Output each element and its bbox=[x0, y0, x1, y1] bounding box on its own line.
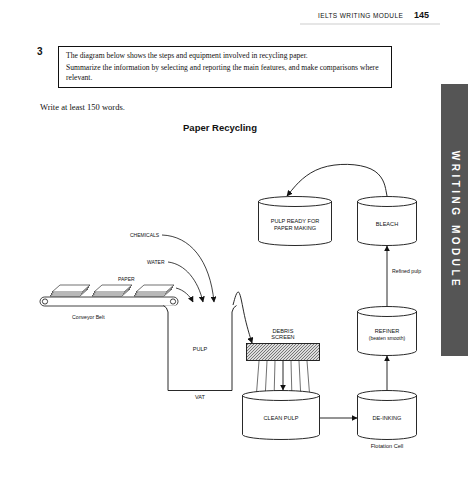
tank: CLEAN PULP bbox=[242, 390, 320, 440]
text-area: DE-INKING bbox=[357, 405, 417, 425]
tank-rim bbox=[358, 391, 417, 401]
text-area: PULP READY FOR PAPER MAKING bbox=[258, 208, 332, 234]
running-header: IELTS WRITING MODULE bbox=[318, 12, 403, 19]
tank-body bbox=[358, 395, 417, 440]
stage-caption: VAT bbox=[170, 394, 230, 401]
tank-rim bbox=[358, 197, 417, 207]
flow-arrow bbox=[387, 356, 388, 390]
outline bbox=[357, 390, 417, 440]
conveyor-belt bbox=[40, 297, 178, 306]
pulp-stream bbox=[299, 361, 301, 392]
task-box: The diagram below shows the steps and eq… bbox=[58, 46, 392, 88]
part-label: Conveyor Belt bbox=[72, 314, 105, 320]
diagram-title: Paper Recycling bbox=[0, 122, 440, 133]
pulp-stream bbox=[265, 361, 267, 392]
flow-arrow bbox=[387, 246, 388, 306]
tank-body bbox=[259, 201, 332, 246]
vat-beaker: PULPVAT bbox=[163, 305, 237, 391]
pulp-stream bbox=[257, 361, 259, 392]
screen-mesh bbox=[247, 344, 320, 361]
paper-stack bbox=[50, 285, 174, 296]
outline bbox=[246, 343, 320, 361]
flow-arrow bbox=[320, 418, 357, 419]
tank: REFINER(beaten smooth) bbox=[357, 306, 417, 356]
outline bbox=[357, 196, 417, 246]
text-area: The diagram below shows the steps and eq… bbox=[59, 47, 391, 86]
input-label: PAPER bbox=[118, 276, 135, 282]
side-tab: WRITING MODULE bbox=[441, 84, 468, 356]
outline bbox=[242, 390, 320, 440]
stage-name: DE-INKING bbox=[373, 415, 402, 422]
instruction: Write at least 150 words. bbox=[40, 102, 125, 112]
header-rule bbox=[300, 24, 440, 25]
pulp-stream bbox=[291, 361, 293, 392]
flow-arrow bbox=[233, 292, 252, 343]
input-label: CHEMICALS bbox=[130, 232, 159, 238]
flow-arrow bbox=[287, 164, 387, 196]
tank-rim bbox=[259, 197, 332, 207]
input-label: WATER bbox=[147, 259, 165, 265]
stage-name: PULP bbox=[193, 346, 208, 352]
text-area: PULP bbox=[163, 340, 237, 356]
stage-name: PULP READY FOR PAPER MAKING bbox=[261, 218, 329, 231]
text-area: REFINER(beaten smooth) bbox=[357, 318, 417, 345]
stage-caption: DEBRIS SCREEN bbox=[266, 328, 300, 341]
tank-body bbox=[243, 395, 320, 439]
tank-body bbox=[358, 311, 417, 356]
tank: PULP READY FOR PAPER MAKING bbox=[258, 196, 332, 246]
text-area: CLEAN PULP bbox=[242, 405, 320, 425]
stage-caption: Flotation Cell bbox=[357, 443, 417, 450]
flow-arrow bbox=[283, 361, 284, 390]
task-text: The diagram below shows the steps and eq… bbox=[66, 51, 308, 60]
task-number: 3 bbox=[37, 46, 43, 57]
edge-label: Refined pulp bbox=[391, 268, 422, 274]
task-text: Summarize the information by selecting a… bbox=[66, 63, 384, 82]
text-area: BLEACH bbox=[357, 211, 417, 231]
tank-rim bbox=[358, 307, 417, 317]
pulp-stream bbox=[307, 361, 309, 392]
debris-screen: DEBRIS SCREEN bbox=[246, 343, 320, 361]
tank-body bbox=[358, 201, 417, 246]
tab-text: WRITING MODULE bbox=[449, 151, 460, 289]
tank-rim bbox=[243, 391, 320, 401]
pulp-stream bbox=[274, 361, 276, 392]
stage-name: CLEAN PULP bbox=[264, 415, 299, 422]
page-number: 145 bbox=[414, 10, 429, 20]
inflow-arrow bbox=[162, 235, 214, 302]
stage-note: (beaten smooth) bbox=[369, 335, 405, 341]
tank: BLEACH bbox=[357, 196, 417, 246]
stage-name: REFINER bbox=[375, 328, 400, 335]
tank: DE-INKINGFlotation Cell bbox=[357, 390, 417, 440]
stage-name: BLEACH bbox=[376, 221, 398, 228]
beaker bbox=[164, 306, 237, 391]
